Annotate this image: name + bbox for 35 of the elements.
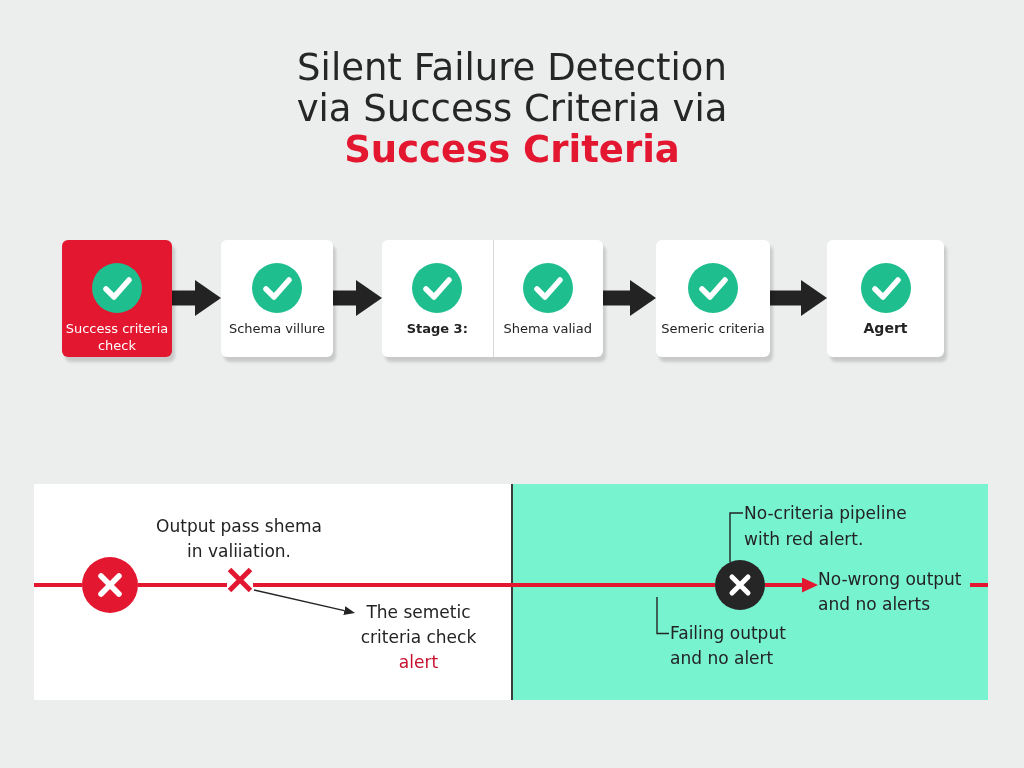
callout-text: Output pass shema in valiiation. [155, 515, 323, 563]
callout-text: No-wrong output and no alerts [818, 567, 970, 617]
callout-text: No-criteria pipeline with red alert. [744, 500, 924, 552]
title: Silent Failure Detection via Success Criteria via Success Criteria [295, 47, 729, 170]
process-box [62, 240, 172, 357]
connector-line [253, 583, 715, 587]
step-label: Semeric criteria [661, 320, 765, 337]
step-label: Schema villure [228, 320, 326, 337]
process-box [221, 240, 333, 357]
arrow [333, 280, 382, 316]
arrow [770, 280, 827, 316]
cross-icon [227, 567, 253, 593]
process-box [827, 240, 944, 357]
arrow [765, 577, 818, 593]
step-label: Stage 3: [406, 320, 468, 337]
callout-text: The semetic criteria check [359, 601, 478, 649]
step-label: Success criteria check [64, 320, 170, 354]
panel [511, 484, 988, 700]
callout-text: alert [398, 651, 439, 674]
leader-line [729, 512, 744, 563]
step-label: Shema valiad [503, 320, 592, 337]
process-box [656, 240, 770, 357]
step-label: Agert [863, 320, 908, 337]
connector-line [970, 583, 988, 587]
arrow [172, 280, 221, 316]
leader-arrow [253, 589, 355, 615]
connector-line [34, 583, 82, 587]
cross-circle-icon [715, 560, 765, 610]
callout-text: Failing output and no alert [670, 621, 800, 671]
leader-line [656, 596, 670, 635]
panel [34, 484, 511, 700]
process-box [382, 240, 603, 357]
cross-circle-icon [82, 557, 138, 613]
connector-line [138, 583, 227, 587]
arrow [603, 280, 656, 316]
